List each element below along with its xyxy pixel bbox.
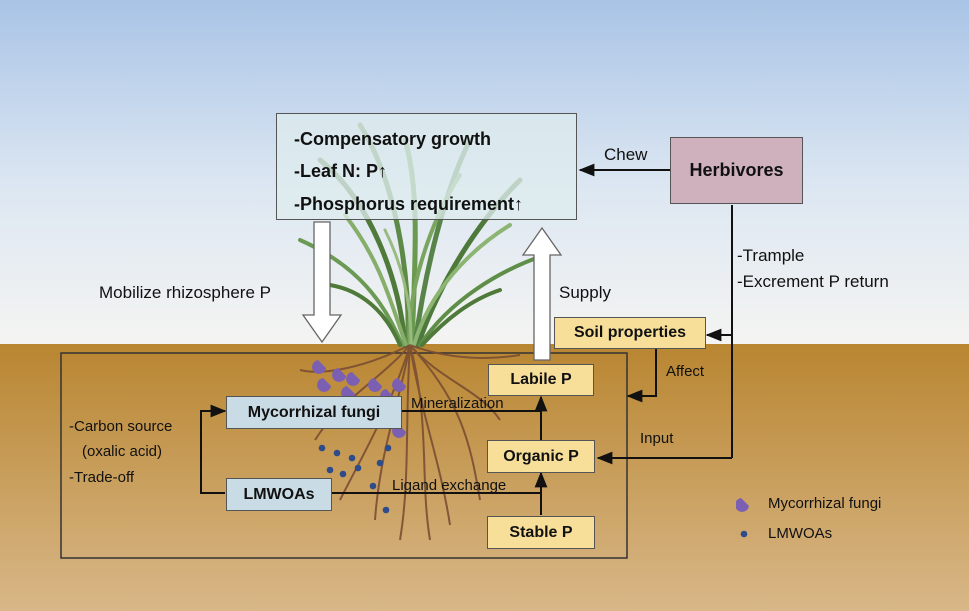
mobilize-label: Mobilize rhizosphere P <box>99 283 271 302</box>
mycorrhizal-fungi-box: Mycorrhizal fungi <box>226 396 402 429</box>
ligand-exchange-label: Ligand exchange <box>392 477 507 494</box>
lmwoa-dots <box>318 444 392 514</box>
lmwoa-to-fungi <box>200 404 227 494</box>
mycorrhizal-fungi-legend-icon <box>736 498 749 512</box>
chew-label: Chew <box>604 145 648 164</box>
labile-p-box: Labile P <box>488 364 594 396</box>
mineralization-label: Mineralization <box>411 395 504 412</box>
affect-label: Affect <box>666 363 705 380</box>
supply-label: Supply <box>559 283 611 302</box>
connectors <box>200 163 733 515</box>
excrement-label: -Excrement P return <box>737 272 889 291</box>
legend-lmwoas-label: LMWOAs <box>768 525 833 542</box>
carbon-source-label: -Carbon source <box>69 418 173 435</box>
increase-arrow-icon: ↑ <box>514 194 524 214</box>
legend-fungi-label: Mycorrhizal fungi <box>768 495 882 512</box>
increase-arrow-icon: ↑ <box>378 161 388 181</box>
legend: Mycorrhizal fungi LMWOAs <box>736 493 956 553</box>
soil <box>0 344 969 611</box>
soil-process-frame <box>60 352 628 559</box>
phosphorus-requirement-text: -Phosphorus requirement↑ <box>294 194 524 214</box>
trade-off-label: -Trade-off <box>69 469 135 486</box>
organic-p-box: Organic P <box>487 440 595 473</box>
mobilize-arrow <box>301 221 343 344</box>
trample-label: -Trample <box>737 246 805 265</box>
input-label: Input <box>640 430 674 447</box>
compensatory-growth-text: -Compensatory growth <box>294 129 492 149</box>
supply-arrow <box>521 226 563 361</box>
soil-properties-box: Soil properties <box>554 317 706 349</box>
affect-arrow <box>626 349 657 403</box>
stable-p-box: Stable P <box>487 516 595 549</box>
plant-response-box: -Compensatory growth -Leaf N: P↑ -Phosph… <box>276 113 577 220</box>
lmwoas-legend-icon <box>740 530 748 538</box>
herbivores-box: Herbivores <box>670 137 803 204</box>
leaf-np-text: -Leaf N: P↑ <box>294 161 388 181</box>
lmwoas-box: LMWOAs <box>226 478 332 511</box>
oxalic-acid-label: (oxalic acid) <box>82 443 163 460</box>
